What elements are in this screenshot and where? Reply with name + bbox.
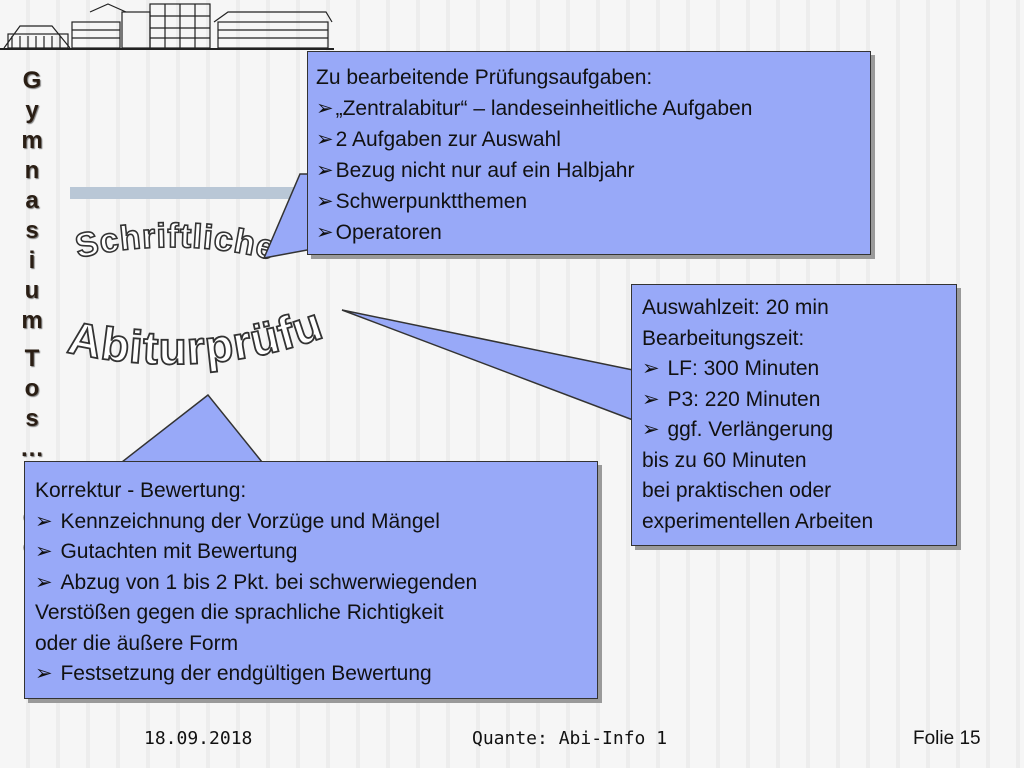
- callout-item: ➢Bezug nicht nur auf ein Halbjahr: [316, 159, 635, 182]
- callout-item: ➢ Kennzeichnung der Vorzüge und Mängel: [35, 509, 440, 533]
- exam-tasks-callout: Zu bearbeitende Prüfungsaufgaben: ➢„Zent…: [307, 51, 871, 255]
- vertical-letter: m: [21, 307, 43, 334]
- footer-slide-number: Folie 15: [913, 728, 981, 749]
- callout-item: ➢„Zentralabitur“ – landeseinheitliche Au…: [316, 97, 753, 120]
- callout-item: ➢Schwerpunktthemen: [316, 190, 528, 213]
- callout-line: oder die äußere Form: [35, 631, 239, 655]
- arrow-bullet-icon: ➢: [35, 570, 59, 594]
- arrow-bullet-icon: ➢: [316, 128, 334, 151]
- callout-item: ➢ Festsetzung der endgültigen Bewertung: [35, 662, 432, 685]
- callout-item: ➢ P3: 220 Minuten: [642, 387, 821, 411]
- decorative-bar: [70, 187, 315, 199]
- arrow-bullet-icon: ➢: [316, 221, 334, 244]
- callout-line: bei praktischen oder: [642, 479, 832, 502]
- arrow-bullet-icon: ➢: [35, 509, 59, 533]
- vertical-letter: a: [25, 187, 39, 214]
- arrow-bullet-icon: ➢: [35, 540, 59, 563]
- arrow-bullet-icon: ➢: [316, 97, 334, 120]
- callout-line: bis zu 60 Minuten: [642, 448, 807, 472]
- arrow-bullet-icon: ➢: [642, 387, 666, 411]
- vertical-letter: s: [25, 405, 39, 432]
- callout-item: ➢Operatoren: [316, 221, 442, 244]
- bottom-callout-pointer: [119, 393, 264, 463]
- callout-line: experimentellen Arbeiten: [642, 509, 874, 533]
- vertical-letter: u: [24, 277, 40, 304]
- callout-heading: Zu bearbeitende Prüfungsaufgaben:: [316, 66, 653, 89]
- vertical-letter: o: [24, 375, 40, 402]
- grading-callout: Korrektur - Bewertung: ➢ Kennzeichnung d…: [24, 461, 598, 699]
- callout-item: ➢2 Aufgaben zur Auswahl: [316, 128, 561, 151]
- arrow-bullet-icon: ➢: [35, 662, 59, 685]
- arrow-bullet-icon: ➢: [316, 190, 334, 213]
- vertical-letter: m: [21, 127, 43, 154]
- vertical-letter: n: [24, 157, 40, 184]
- callout-line: Auswahlzeit: 20 min: [642, 296, 829, 319]
- vertical-letter: …: [20, 435, 44, 462]
- vertical-letter: i: [28, 247, 36, 274]
- footer-author: Quante: Abi-Info 1: [472, 728, 668, 749]
- arrow-bullet-icon: ➢: [642, 357, 666, 380]
- title-line-1: Schriftliche: [71, 216, 280, 268]
- callout-item: ➢ Abzug von 1 bis 2 Pkt. bei schwerwiege…: [35, 570, 478, 594]
- callout-line: Bearbeitungszeit:: [642, 326, 805, 350]
- arrow-bullet-icon: ➢: [642, 418, 666, 441]
- callout-item: ➢ ggf. Verlängerung: [642, 418, 834, 441]
- vertical-letter: y: [25, 97, 39, 124]
- vertical-letter: G: [22, 67, 42, 94]
- footer-date: 18.09.2018: [144, 728, 253, 749]
- school-building-icon: [0, 3, 334, 50]
- vertical-letter: s: [25, 217, 39, 244]
- arrow-bullet-icon: ➢: [316, 159, 334, 182]
- callout-item: ➢ LF: 300 Minuten: [642, 357, 820, 380]
- vertical-letter: T: [24, 345, 40, 372]
- callout-line: Verstößen gegen die sprachliche Richtigk…: [35, 601, 444, 624]
- svg-text:Schriftliche: Schriftliche: [72, 217, 280, 268]
- time-callout: Auswahlzeit: 20 min Bearbeitungszeit: ➢ …: [631, 284, 957, 546]
- callout-heading: Korrektur - Bewertung:: [35, 479, 247, 502]
- callout-item: ➢ Gutachten mit Bewertung: [35, 540, 298, 563]
- right-callout-pointer: [341, 309, 634, 422]
